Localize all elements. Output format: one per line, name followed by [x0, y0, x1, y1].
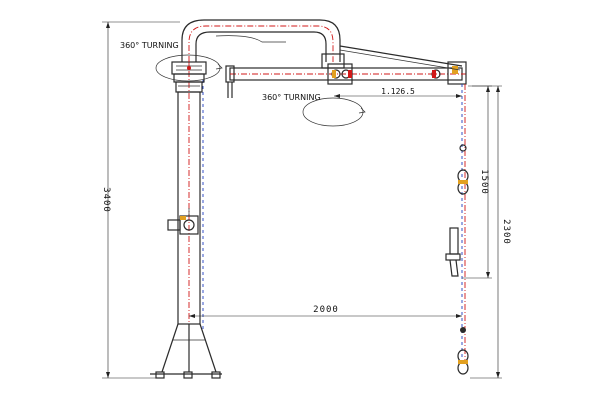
column-turning-arrow-icon	[215, 63, 223, 70]
dimension-arm-reach-value: 1.126.5	[381, 87, 415, 96]
dimension-horizontal-span	[189, 314, 462, 318]
vertical-column	[177, 60, 204, 330]
arm-turning-ellipse	[302, 97, 364, 127]
arm-turning-label: 360° TURNING	[262, 93, 321, 102]
horizontal-arm	[225, 45, 467, 98]
drop-assembly	[445, 84, 469, 375]
dimension-total-height	[102, 21, 180, 379]
column-valve	[167, 208, 199, 235]
upper-curved-arm	[181, 19, 345, 69]
dimension-hose-height	[468, 85, 502, 379]
dimension-arm-reach	[334, 94, 462, 98]
arm-turning-arrow-icon	[358, 107, 366, 114]
column-turning-label: 360° TURNING	[120, 41, 179, 50]
dimension-hose-height-value: 2300	[501, 219, 511, 245]
dimension-drop-length-value: 1500	[479, 169, 489, 195]
dimension-total-height-value: 3400	[101, 187, 111, 213]
dimension-horizontal-span-value: 2000	[313, 305, 339, 315]
column-base	[150, 323, 222, 379]
